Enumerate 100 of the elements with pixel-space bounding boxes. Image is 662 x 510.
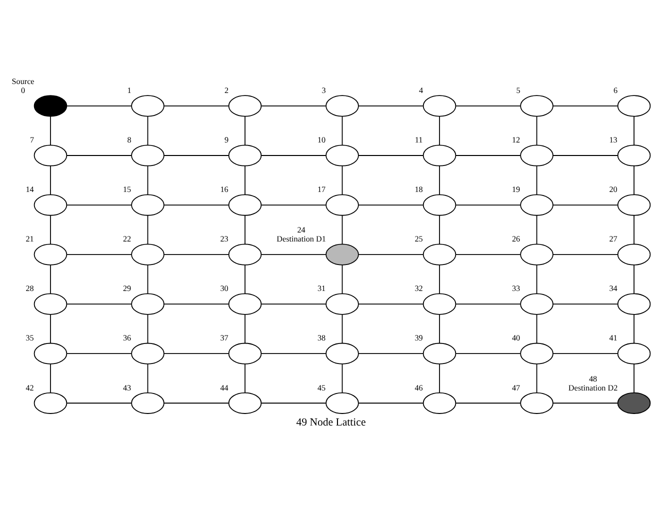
node-ellipse xyxy=(34,293,68,315)
connector xyxy=(439,166,440,195)
connector xyxy=(244,166,246,195)
node-label: 16 xyxy=(220,185,228,194)
node-ellipse xyxy=(34,392,68,414)
connector xyxy=(552,204,618,206)
node-ellipse xyxy=(422,244,456,266)
node-ellipse xyxy=(34,244,68,266)
node-ellipse xyxy=(520,144,554,166)
node-label: 19 xyxy=(512,185,520,194)
node-label: 29 xyxy=(122,284,132,294)
connector xyxy=(50,264,51,294)
node-ellipse xyxy=(131,244,164,266)
connector xyxy=(50,364,51,394)
node-ellipse xyxy=(422,194,456,216)
connector xyxy=(244,215,246,244)
node-label: 7 xyxy=(30,136,34,145)
node-ellipse xyxy=(326,144,359,166)
connector xyxy=(439,215,440,244)
node-ellipse xyxy=(422,293,456,315)
node-label: 11 xyxy=(414,136,423,145)
connector xyxy=(439,314,440,344)
node-ellipse xyxy=(520,95,554,117)
node-label: 3 xyxy=(322,86,326,96)
connector xyxy=(439,116,440,146)
connector xyxy=(455,254,521,255)
connector xyxy=(50,314,51,344)
node-label: 5 xyxy=(516,86,520,96)
connector xyxy=(260,254,326,255)
node-label: 0 xyxy=(21,86,26,96)
connector xyxy=(147,314,148,344)
node-label: 43 xyxy=(122,383,132,392)
node-label: 47 xyxy=(512,383,520,392)
connector xyxy=(260,353,326,354)
node-label: Destination D1 xyxy=(276,234,326,244)
node-ellipse xyxy=(617,144,651,166)
node-label: Source xyxy=(12,77,34,86)
node-label: 23 xyxy=(220,234,228,244)
connector xyxy=(455,155,521,156)
connector xyxy=(66,155,132,156)
connector xyxy=(66,204,132,206)
connector xyxy=(342,116,343,146)
connector xyxy=(244,264,246,294)
node-ellipse xyxy=(617,293,651,315)
connector xyxy=(358,402,424,404)
node-ellipse xyxy=(131,144,164,166)
caption: 49 Node Lattice xyxy=(296,416,366,429)
node-label: 41 xyxy=(609,334,618,343)
connector xyxy=(536,215,538,244)
node-ellipse xyxy=(617,392,651,414)
connector xyxy=(147,364,148,394)
node-label: 18 xyxy=(414,185,423,194)
node-label: 39 xyxy=(414,334,423,343)
node-ellipse xyxy=(422,95,456,117)
node-ellipse xyxy=(131,194,164,216)
connector xyxy=(244,364,246,394)
node-ellipse xyxy=(131,392,164,414)
connector xyxy=(50,116,51,146)
node-label: 8 xyxy=(127,136,132,145)
node-label: 34 xyxy=(609,284,618,294)
node-label: 38 xyxy=(318,334,326,343)
node-label: 46 xyxy=(414,383,423,392)
node-ellipse xyxy=(326,392,359,414)
connector xyxy=(455,353,521,354)
node-ellipse xyxy=(228,392,262,414)
node-label: 30 xyxy=(220,284,228,294)
node-label: 2 xyxy=(224,86,229,96)
connector xyxy=(147,264,148,294)
connector xyxy=(66,254,132,255)
connector xyxy=(164,304,230,305)
node-ellipse xyxy=(617,194,651,216)
node-ellipse xyxy=(228,244,262,266)
connector xyxy=(552,254,618,255)
connector xyxy=(536,166,538,195)
node-ellipse xyxy=(326,244,359,266)
connector xyxy=(164,402,230,404)
connector xyxy=(536,364,538,394)
node-label: 17 xyxy=(318,185,326,194)
node-label: 21 xyxy=(26,234,34,244)
connector xyxy=(66,304,132,305)
node-ellipse xyxy=(34,194,68,216)
connector xyxy=(455,304,521,305)
node-ellipse xyxy=(617,342,651,364)
node-label: 28 xyxy=(26,284,34,294)
connector xyxy=(164,204,230,206)
node-ellipse xyxy=(617,95,651,117)
connector xyxy=(536,314,538,344)
node-ellipse xyxy=(422,342,456,364)
connector xyxy=(439,364,440,394)
node-label: 36 xyxy=(122,334,132,343)
node-label: 40 xyxy=(512,334,520,343)
connector xyxy=(260,402,326,404)
node-label: 25 xyxy=(414,234,423,244)
connector xyxy=(536,116,538,146)
connector xyxy=(164,254,230,255)
connector xyxy=(552,155,618,156)
node-label: 12 xyxy=(512,136,520,145)
connector xyxy=(147,215,148,244)
connector xyxy=(358,304,424,305)
node-ellipse xyxy=(520,342,554,364)
